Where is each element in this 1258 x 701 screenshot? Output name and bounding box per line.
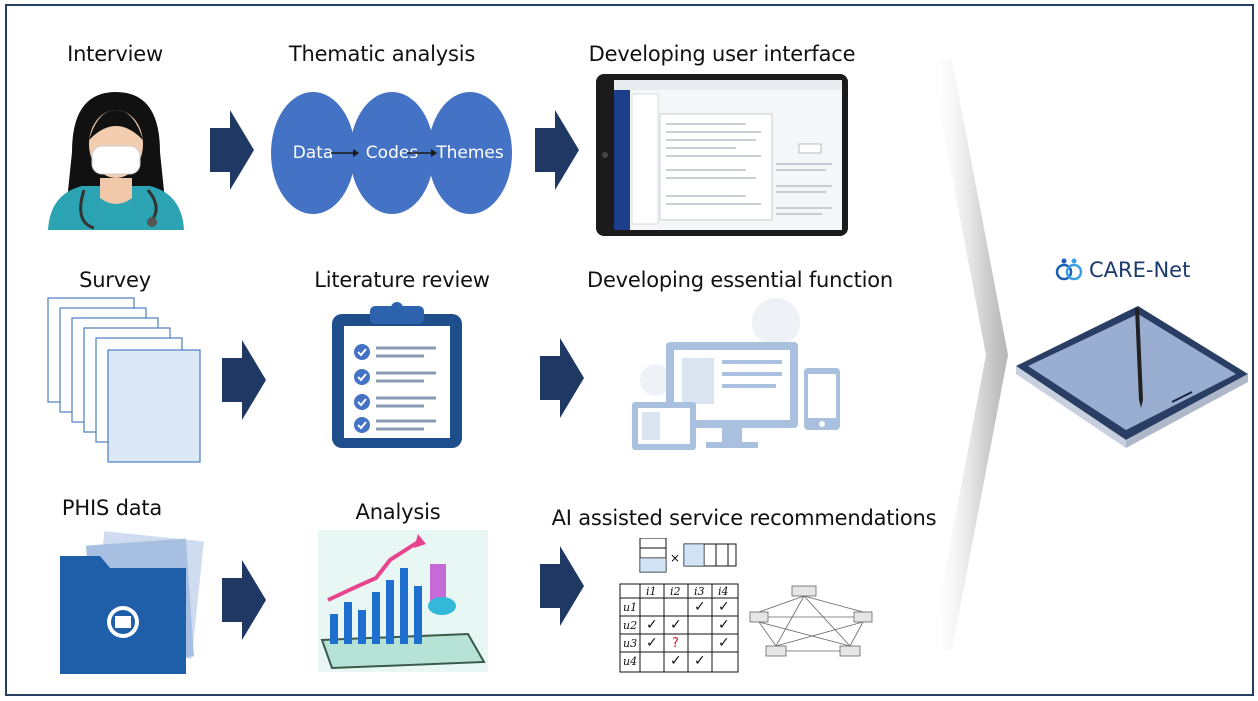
convergence-chevron-icon [930,60,1008,650]
clipboard-checklist-icon [332,302,462,448]
svg-text:×: × [670,551,680,565]
flow-arrow-icon [535,110,579,190]
thematic-connector-arrows [331,149,437,157]
tablet-pen-icon [1016,306,1248,448]
diagram-frame [5,4,1254,696]
devices-gear-icon [632,298,840,450]
matrix-col-i4: i4 [718,585,729,598]
nurse-icon [48,92,184,230]
flow-arrow-icon [210,110,254,190]
flow-arrow-icon [222,560,266,640]
flow-arrow-icon [222,340,266,420]
step-label-essential-function: Developing essential function [586,268,894,292]
svg-text:✓: ✓ [646,635,658,651]
svg-text:✓: ✓ [670,653,682,669]
step-label-interview: Interview [67,42,163,66]
matrix-row-u4: u4 [623,655,637,668]
svg-text:✓: ✓ [646,617,658,633]
matrix-network-icon: × i1 i2 i3 i4 u1 u2 u3 u4 ✓ ✓ ✓ ✓ ✓ ✓ ✓ ✓ ✓ ? [619,538,873,673]
care-net-title: CARE-Net [1089,258,1191,282]
svg-text:✓: ✓ [718,617,730,633]
folder-icon [60,531,204,674]
matrix-row-u2: u2 [623,619,637,632]
flow-arrow-icon [540,338,584,418]
svg-text:✓: ✓ [694,599,706,615]
survey-pages-icon [47,297,201,463]
care-net-brand: CARE-Net [1055,258,1190,282]
matrix-col-i1: i1 [646,585,657,598]
matrix-row-u3: u3 [623,637,637,650]
tablet-ui-icon [596,74,848,236]
step-label-literature-review: Literature review [314,268,490,292]
step-label-analysis: Analysis [355,500,441,524]
step-label-developing-ui: Developing user interface [588,42,856,66]
care-net-logo-icon [1055,258,1083,281]
bar-chart-icon [318,530,488,672]
svg-text:✓: ✓ [718,635,730,651]
theme-oval-themes: Themes [428,92,512,214]
svg-text:?: ? [672,636,679,651]
step-label-survey: Survey [79,268,151,292]
matrix-col-i2: i2 [670,585,681,598]
svg-text:✓: ✓ [670,617,682,633]
svg-text:✓: ✓ [694,653,706,669]
svg-text:✓: ✓ [718,599,730,615]
step-label-phis-data: PHIS data [61,496,163,520]
flow-arrow-icon [540,546,584,626]
step-label-ai-recommendations: AI assisted service recommendations [551,506,937,530]
matrix-row-u1: u1 [623,601,637,614]
matrix-col-i3: i3 [694,585,705,598]
step-label-thematic-analysis: Thematic analysis [288,42,476,66]
